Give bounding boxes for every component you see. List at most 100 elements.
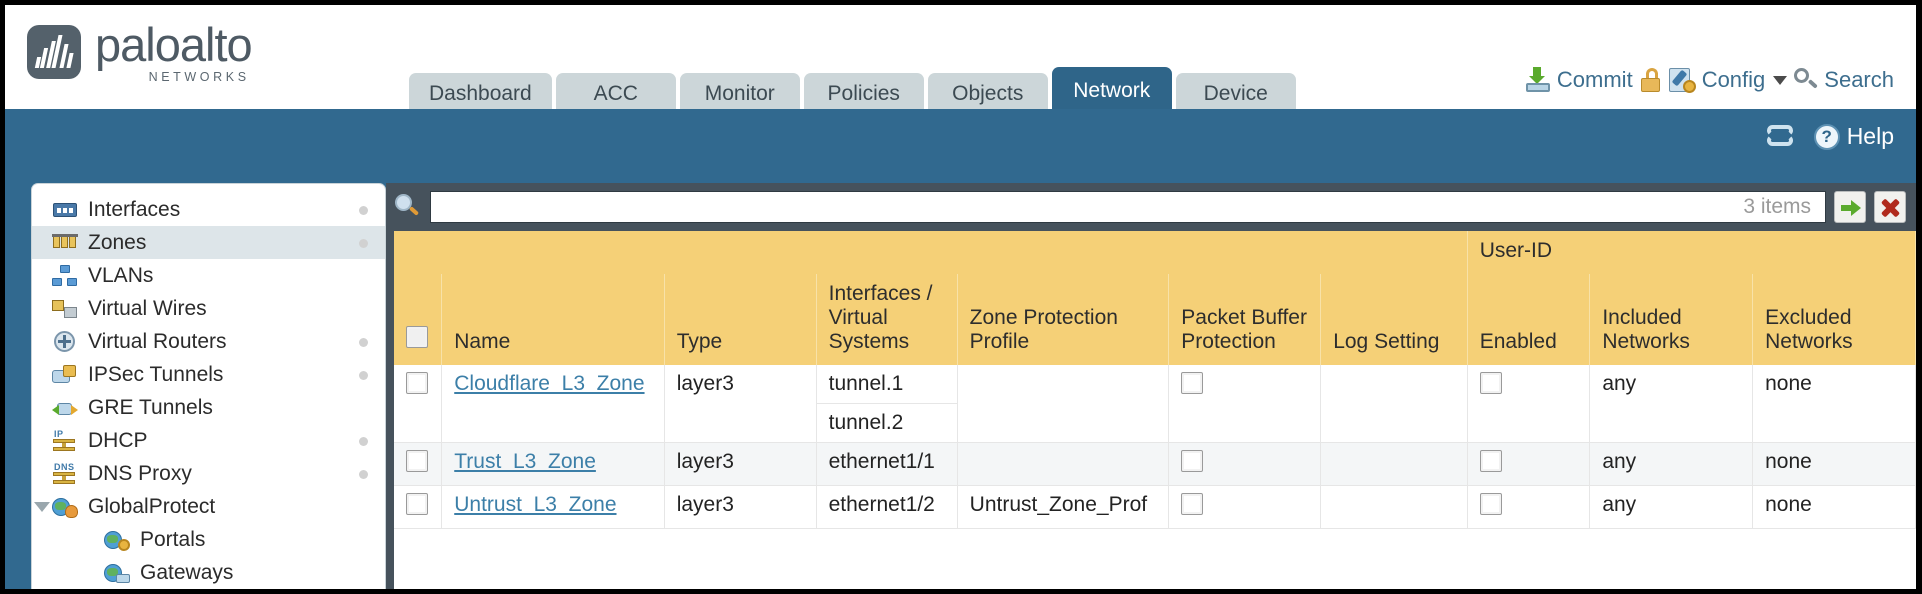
status-dot: [359, 437, 368, 446]
interface-entry: ethernet1/2: [828, 493, 935, 516]
sidebar-item-dhcp[interactable]: IP DHCP: [32, 424, 385, 457]
column-header-included-networks[interactable]: Included Networks: [1589, 274, 1754, 365]
column-header-enabled[interactable]: Enabled: [1467, 274, 1591, 365]
sidebar-item-globalprotect[interactable]: GlobalProtect: [32, 490, 385, 523]
top-action-bar: Commit Config Search: [1525, 67, 1894, 93]
ipsec-tunnels-icon: [52, 364, 78, 386]
help-label: Help: [1846, 123, 1894, 149]
select-all-header: [394, 274, 443, 365]
tab-acc[interactable]: ACC: [555, 73, 676, 115]
apply-filter-button[interactable]: [1834, 191, 1866, 223]
tab-objects[interactable]: Objects: [927, 73, 1048, 115]
cell-name: Cloudflare_L3_Zone: [441, 365, 665, 443]
column-header-type[interactable]: Type: [664, 274, 817, 365]
zones-icon: [52, 232, 78, 254]
config-icon: [1668, 67, 1696, 93]
cell-log-setting: [1320, 365, 1468, 443]
sidebar-item-virtual-wires[interactable]: Virtual Wires: [32, 292, 385, 325]
sidebar-label-dns-proxy: DNS Proxy: [88, 461, 192, 485]
column-header-excluded-networks[interactable]: Excluded Networks: [1752, 274, 1916, 365]
sidebar-item-dns-proxy[interactable]: DNS DNS Proxy: [32, 457, 385, 490]
cell-included-networks: any: [1589, 442, 1754, 486]
interface-entry: tunnel.1: [816, 365, 957, 404]
tab-dashboard[interactable]: Dashboard: [409, 73, 552, 115]
status-dot: [359, 239, 368, 248]
globalprotect-icon: [52, 496, 78, 518]
cell-userid-enabled: [1467, 442, 1591, 486]
sidebar-item-vlans[interactable]: VLANs: [32, 259, 385, 292]
config-label: Config: [1701, 67, 1766, 92]
zone-link[interactable]: Trust_L3_Zone: [454, 450, 596, 473]
sidebar-label-virtual-routers: Virtual Routers: [88, 329, 227, 353]
status-dot: [359, 371, 368, 380]
row-select-checkbox[interactable]: [406, 372, 428, 394]
row-select-checkbox[interactable]: [406, 493, 428, 515]
sidebar-item-virtual-routers[interactable]: Virtual Routers: [32, 325, 385, 358]
sidebar-item-portals[interactable]: Portals: [32, 523, 385, 556]
search-icon: [1794, 68, 1819, 92]
clear-filter-button[interactable]: [1874, 191, 1906, 223]
column-header-packet-buffer-protection[interactable]: Packet Buffer Protection: [1168, 274, 1322, 365]
column-header-name[interactable]: Name: [441, 274, 665, 365]
refresh-icon[interactable]: [1766, 124, 1796, 150]
search-icon[interactable]: [394, 194, 422, 220]
column-header-interfaces[interactable]: Interfaces / Virtual Systems: [816, 274, 958, 365]
userid-enabled-checkbox[interactable]: [1479, 493, 1502, 515]
sidebar-label-interfaces: Interfaces: [88, 197, 181, 221]
row-select-cell: [394, 442, 443, 486]
userid-enabled-checkbox[interactable]: [1479, 450, 1502, 472]
tab-policies[interactable]: Policies: [803, 73, 924, 115]
interfaces-icon: [52, 199, 78, 221]
sidebar-item-gateways[interactable]: Gateways: [32, 556, 385, 589]
userid-enabled-checkbox[interactable]: [1479, 372, 1502, 394]
help-button[interactable]: ? Help: [1813, 123, 1894, 150]
brand-tagline: NETWORKS: [148, 70, 250, 84]
group-header-spacer: [394, 231, 1468, 274]
cell-zone-protection-profile: [957, 442, 1170, 486]
sidebar-label-virtual-wires: Virtual Wires: [88, 296, 207, 320]
expander-triangle-icon[interactable]: [34, 502, 50, 512]
table-row[interactable]: Trust_L3_Zone layer3 ethernet1/1 any: [394, 442, 1916, 486]
table-row[interactable]: Untrust_L3_Zone layer3 ethernet1/2 Untru…: [394, 485, 1916, 529]
sidebar-item-zones[interactable]: Zones: [32, 226, 385, 259]
chevron-down-icon: [1773, 75, 1788, 85]
cell-interfaces: tunnel.1 tunnel.2: [816, 365, 958, 443]
tab-device[interactable]: Device: [1175, 73, 1296, 115]
commit-icon: [1525, 67, 1551, 93]
portals-icon: [104, 529, 130, 551]
filter-bar: 3 items: [386, 183, 1916, 231]
zone-link[interactable]: Cloudflare_L3_Zone: [454, 372, 645, 395]
sidebar-label-ipsec-tunnels: IPSec Tunnels: [88, 362, 224, 386]
column-header-log-setting[interactable]: Log Setting: [1320, 274, 1468, 365]
packet-buffer-protection-checkbox[interactable]: [1181, 450, 1204, 472]
zone-link[interactable]: Untrust_L3_Zone: [454, 493, 617, 516]
config-menu[interactable]: Config: [1668, 67, 1788, 93]
column-header-zone-protection-profile[interactable]: Zone Protection Profile: [957, 274, 1170, 365]
packet-buffer-protection-checkbox[interactable]: [1181, 372, 1204, 394]
table-row[interactable]: Cloudflare_L3_Zone layer3 tunnel.1 tunne…: [394, 365, 1916, 443]
cell-packet-buffer-protection: [1168, 365, 1322, 443]
status-dot: [359, 338, 368, 347]
dns-proxy-icon: DNS: [52, 462, 78, 485]
cell-log-setting: [1320, 442, 1468, 486]
table-header-row: Name Type Interfaces / Virtual Systems Z…: [394, 274, 1916, 365]
search-button[interactable]: Search: [1794, 67, 1894, 93]
padlock-icon[interactable]: [1640, 67, 1662, 93]
packet-buffer-protection-checkbox[interactable]: [1181, 493, 1204, 515]
sidebar-label-portals: Portals: [140, 527, 206, 551]
cell-name: Untrust_L3_Zone: [441, 485, 665, 529]
sidebar-item-ipsec-tunnels[interactable]: IPSec Tunnels: [32, 358, 385, 391]
filter-input[interactable]: 3 items: [430, 191, 1826, 223]
gateways-icon: [104, 562, 130, 584]
select-all-checkbox[interactable]: [406, 326, 428, 348]
sidebar-item-gre-tunnels[interactable]: GRE Tunnels: [32, 391, 385, 424]
network-sidebar: Interfaces Zones VLANs Virtual Wires: [31, 183, 386, 589]
row-select-checkbox[interactable]: [406, 450, 428, 472]
question-mark-icon: ?: [1813, 123, 1840, 150]
tab-network[interactable]: Network: [1051, 67, 1172, 115]
status-dot: [359, 206, 368, 215]
cell-userid-enabled: [1467, 485, 1591, 529]
tab-monitor[interactable]: Monitor: [679, 73, 800, 115]
commit-button[interactable]: Commit: [1525, 67, 1633, 93]
sidebar-item-interfaces[interactable]: Interfaces: [32, 193, 385, 226]
